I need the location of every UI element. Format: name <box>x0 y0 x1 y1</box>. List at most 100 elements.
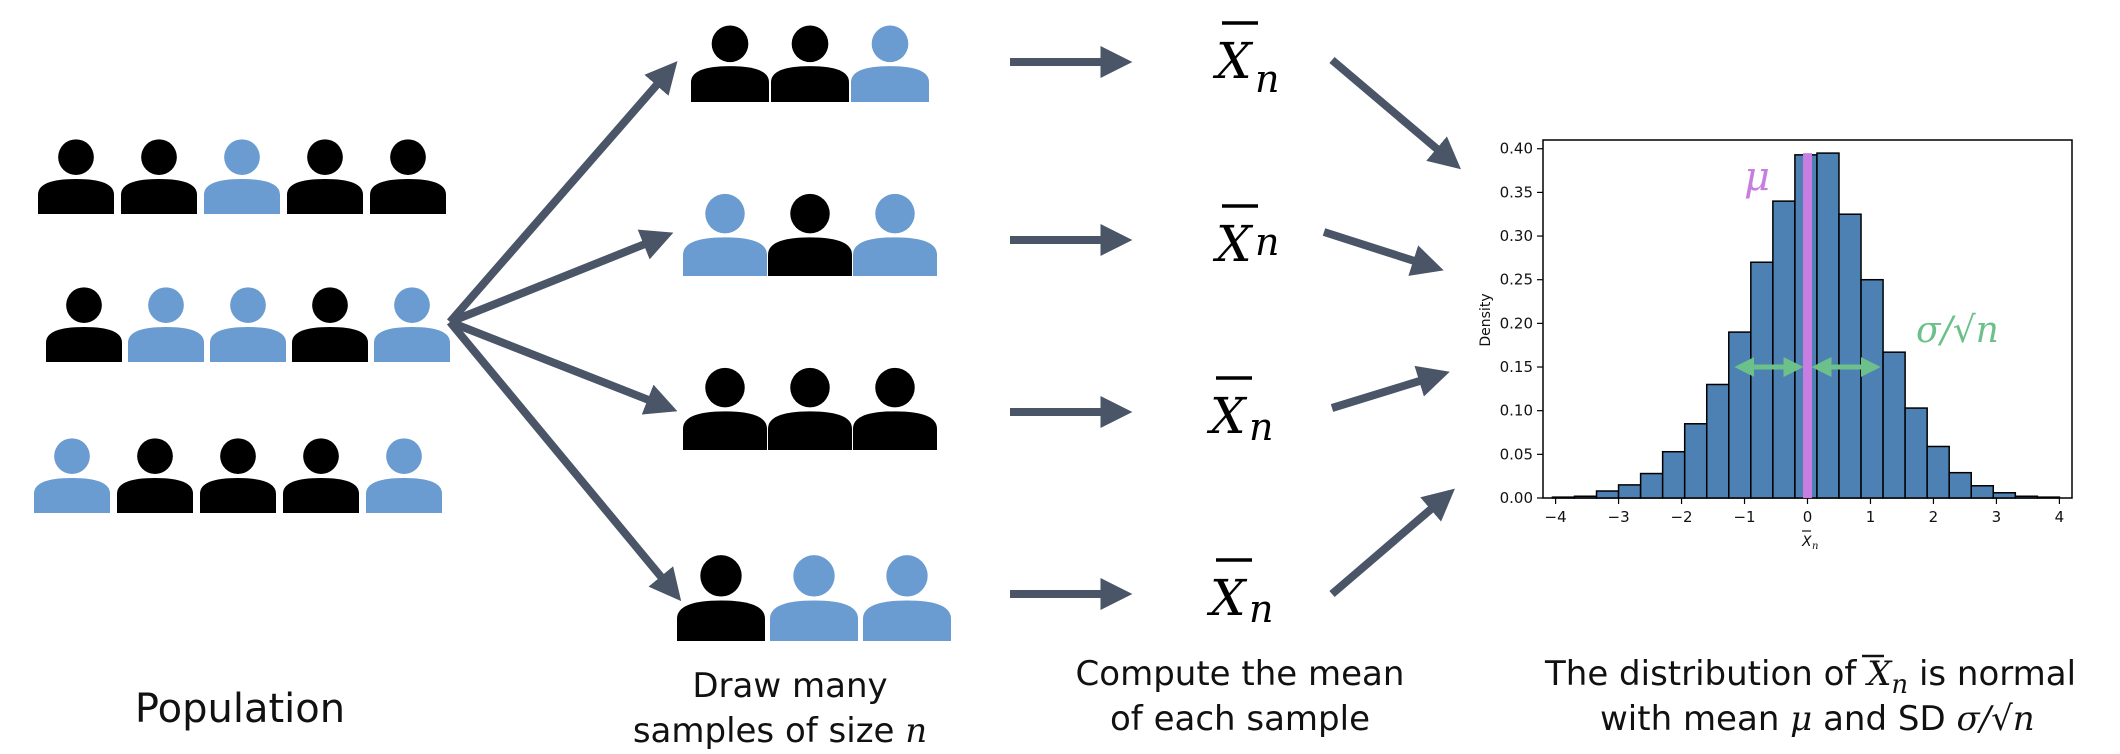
histogram-bar <box>1617 484 1642 499</box>
histogram-bar <box>2014 495 2039 499</box>
caption-draw-line2: samples of size n <box>633 711 927 751</box>
histogram-bar <box>1750 261 1774 499</box>
caption-dist-line1: The distribution of Xn is normal <box>1544 654 2076 700</box>
sample-4-person-2 <box>770 555 858 641</box>
compute-arrows <box>1010 46 1133 610</box>
x-axis-label-n: n <box>1812 541 1818 552</box>
sample-mean-2-X: X <box>1212 215 1254 273</box>
draw-arrows <box>446 61 682 602</box>
caption-distribution: The distribution of Xn is normal with me… <box>1544 654 2076 739</box>
y-tick-label: 0.35 <box>1500 183 1533 201</box>
x-tick-label: 3 <box>1992 508 2002 526</box>
caption-population: Population <box>135 686 345 732</box>
caption-draw-line2-text: samples of size <box>633 711 905 751</box>
sample-mean-4-X: X <box>1206 569 1248 627</box>
y-tick-label: 0.40 <box>1500 140 1533 158</box>
x-tick-label: 2 <box>1929 508 1939 526</box>
histogram-bar <box>1772 200 1796 499</box>
x-tick-label: −2 <box>1670 508 1692 526</box>
histogram-bar <box>1948 471 1972 499</box>
population-person-1-1 <box>38 139 114 214</box>
caption-dist-sd: σ/√n <box>1956 699 2034 739</box>
sample-1-person-1 <box>691 25 769 102</box>
histogram-bar <box>1683 423 1708 499</box>
y-tick-label: 0.15 <box>1500 358 1533 376</box>
sample-3-person-1 <box>683 367 767 450</box>
draw-arrow-3 <box>448 318 678 415</box>
caption-dist-X: X <box>1864 654 1893 694</box>
sample-mean-3-n: n <box>1249 405 1273 449</box>
caption-dist-line2-a: with mean <box>1600 699 1790 739</box>
histogram-bar <box>1926 445 1950 499</box>
sample-1-person-2 <box>771 25 849 102</box>
population-person-3-4 <box>283 438 359 513</box>
caption-dist-line1-a: The distribution of <box>1544 654 1867 694</box>
draw-arrow-4 <box>446 319 682 602</box>
population-person-2-2 <box>128 287 204 362</box>
caption-dist-n: n <box>1891 670 1908 700</box>
caption-dist-line1-b: is normal <box>1908 654 2076 694</box>
population-person-3-1 <box>34 438 110 513</box>
sample-mean-4: X n <box>1206 558 1273 631</box>
histogram-bar <box>1573 495 1598 499</box>
histogram-bar <box>1551 496 1576 499</box>
sample-mean-3-X: X <box>1206 387 1248 445</box>
y-tick-label: 0.10 <box>1500 402 1533 420</box>
sample-mean-1-n: n <box>1255 57 1279 101</box>
x-tick-label: 0 <box>1803 508 1813 526</box>
population-person-3-3 <box>200 438 276 513</box>
y-tick-label: 0.00 <box>1500 489 1533 507</box>
population-person-1-2 <box>121 139 197 214</box>
x-tick-label: 4 <box>2055 508 2065 526</box>
x-axis-label-X: X <box>1801 534 1812 550</box>
x-tick-label: −3 <box>1608 508 1630 526</box>
caption-compute-line2: of each sample <box>1110 699 1370 739</box>
population-person-3-2 <box>117 438 193 513</box>
y-tick-label: 0.20 <box>1500 314 1533 332</box>
collect-arrow-4 <box>1329 488 1455 598</box>
collect-arrow-1 <box>1329 56 1461 170</box>
y-axis-ticks: 0.000.050.100.150.200.250.300.350.40 <box>1500 140 1543 507</box>
x-axis-label: X n <box>1801 530 1818 552</box>
population-person-1-5 <box>370 139 446 214</box>
caption-dist-line2: with mean μ and SD σ/√n <box>1600 699 2035 739</box>
sample-mean-1-X: X <box>1212 32 1254 90</box>
y-axis-label: Density <box>1478 293 1494 346</box>
sample-2-person-3 <box>853 193 937 276</box>
sample-1-person-3 <box>851 25 929 102</box>
sample-4-person-1 <box>677 555 765 641</box>
sample-mean-2-n: n <box>1255 220 1279 264</box>
caption-compute-line1: Compute the mean <box>1076 654 1405 694</box>
histogram-bar <box>1882 351 1906 499</box>
sd-label: σ/√n <box>1916 310 1999 351</box>
sample-means: X n X n X n X n <box>1206 21 1279 631</box>
caption-draw-line1: Draw many <box>692 666 887 706</box>
histogram-bar <box>1904 407 1928 499</box>
sample-mean-4-n: n <box>1249 587 1273 631</box>
sample-mean-2: X n <box>1212 204 1279 273</box>
histogram-bar <box>1992 492 2017 499</box>
histogram-bar <box>2036 496 2061 499</box>
population-person-2-3 <box>210 287 286 362</box>
sample-mean-1: X n <box>1212 21 1279 101</box>
histogram-bars <box>1551 152 2061 499</box>
y-tick-label: 0.25 <box>1500 271 1533 289</box>
population-person-1-4 <box>287 139 363 214</box>
collect-arrows <box>1322 56 1461 598</box>
people-icons <box>34 25 951 641</box>
histogram-bar <box>1970 485 1995 499</box>
caption-draw-n: n <box>905 711 927 751</box>
histogram-bar <box>1595 490 1620 499</box>
population-person-2-1 <box>46 287 122 362</box>
population-person-1-3 <box>204 139 280 214</box>
histogram-bar <box>1838 213 1862 499</box>
population-person-2-4 <box>292 287 368 362</box>
population-person-2-5 <box>374 287 450 362</box>
histogram-bar <box>1661 450 1686 499</box>
y-tick-label: 0.05 <box>1500 445 1533 463</box>
mu-label: μ <box>1744 154 1770 200</box>
draw-arrow-1 <box>446 61 678 325</box>
sample-2-person-1 <box>683 193 767 276</box>
